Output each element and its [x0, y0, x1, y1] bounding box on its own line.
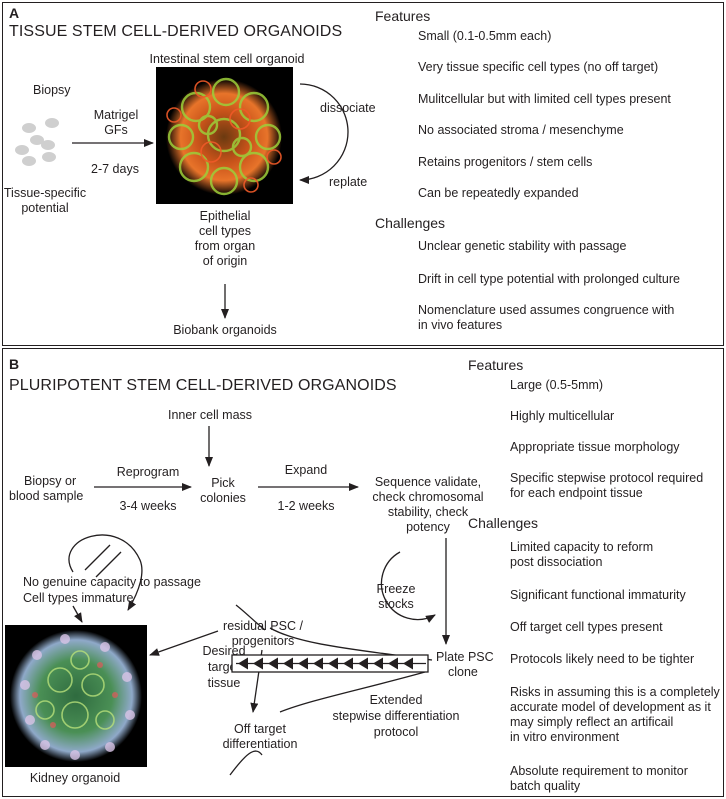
panel-b: [2, 348, 724, 797]
weeks-3-4-label: 3-4 weeks: [119, 499, 177, 513]
passage-block-mark-2: [95, 551, 122, 578]
feature-a-4: No associated stroma / mesenchyme: [418, 123, 624, 137]
biopsy-dot: [30, 135, 44, 145]
challenge-a-3-line-2: in vivo features: [418, 318, 503, 332]
challenge-b-6-line-2: batch quality: [510, 779, 581, 793]
sequence-line-4: potency: [406, 520, 450, 534]
challenge-a-2: Drift in cell type potential with prolon…: [418, 272, 680, 286]
panel-b-title: PLURIPOTENT STEM CELL-DERIVED ORGANOIDS: [9, 377, 397, 394]
challenge-b-5-line-4: in vitro environment: [510, 730, 620, 744]
sequence-line-2: check chromosomal: [372, 490, 484, 504]
biopsy-blood-line-2: blood sample: [9, 489, 84, 503]
freeze-line-2: stocks: [378, 597, 414, 611]
gfs-label: GFs: [104, 123, 128, 137]
kidney-label: Kidney organoid: [29, 771, 121, 785]
passage-arc-arrow: [68, 534, 143, 611]
panel-a-title: TISSUE STEM CELL-DERIVED ORGANOIDS: [9, 23, 343, 40]
reprogram-label: Reprogram: [116, 465, 180, 479]
challenge-b-2: Significant functional immaturity: [510, 588, 686, 602]
dissociate-replate-cycle-arrow: [299, 83, 349, 184]
feature-b-2: Highly multicellular: [510, 409, 615, 423]
weeks-1-2-label: 1-2 weeks: [277, 499, 335, 513]
challenge-b-5-line-1: Risks in assuming this is a completely: [510, 685, 720, 699]
biopsy-dot: [45, 118, 59, 128]
feature-a-3: Mulitcellular but with limited cell type…: [418, 92, 671, 106]
challenge-b-1-line-2: post dissociation: [510, 555, 603, 569]
passage-block-mark-1: [84, 544, 111, 571]
biobank-label: Biobank organoids: [173, 323, 277, 337]
feature-a-5: Retains progenitors / stem cells: [418, 155, 593, 169]
panel-a-letter: A: [9, 5, 20, 21]
panel-a: [2, 2, 724, 346]
epithelial-line-4: of origin: [202, 254, 248, 268]
pick-line-1: Pick: [211, 476, 235, 490]
sequence-line-1: Sequence validate,: [374, 475, 482, 489]
immature-arrow: [72, 605, 83, 623]
residual-to-kidney-arrow: [149, 630, 219, 656]
inner-cell-mass-label: Inner cell mass: [167, 408, 253, 422]
plate-line-1: Plate PSC: [436, 650, 494, 664]
off-target-line-1: Off target: [234, 722, 286, 736]
panel-b-letter: B: [9, 356, 20, 372]
expand-label: Expand: [284, 463, 328, 477]
desired-line-3: tissue: [207, 676, 241, 690]
extended-line-2: stepwise differentiation: [332, 709, 460, 723]
challenge-b-5-line-3: may simply reflect an artificail: [510, 715, 674, 729]
protocol-step-arrows: [238, 657, 413, 670]
feature-b-1: Large (0.5-5mm): [510, 378, 604, 392]
no-capacity-line-1: No genuine capacity to passage: [23, 575, 201, 589]
replate-label: replate: [329, 175, 368, 189]
biopsy-dot: [22, 123, 36, 133]
residual-line-1: residual PSC /: [223, 619, 303, 633]
potential-label: potential: [21, 201, 69, 215]
biopsy-blood-line-1: Biopsy or: [24, 474, 77, 488]
pick-line-2: colonies: [200, 491, 246, 505]
epithelial-line-1: Epithelial: [199, 209, 251, 223]
challenge-a-3-line-1: Nomenclature used assumes congruence wit…: [418, 303, 675, 317]
challenge-b-5-line-2: accurate model of development as it: [510, 700, 711, 714]
feature-b-4-line-2: for each endpoint tissue: [510, 486, 643, 500]
sequence-line-3: stability, check: [387, 505, 469, 519]
freeze-stocks-cycle-arrow: [380, 551, 436, 623]
challenge-b-1-line-1: Limited capacity to reform: [510, 540, 654, 554]
tissue-specific-label: Tissue-specific: [3, 186, 87, 200]
challenge-b-3: Off target cell types present: [510, 620, 663, 634]
feature-a-2: Very tissue specific cell types (no off …: [418, 60, 659, 74]
biopsy-dot: [42, 152, 56, 162]
intestinal-organoid-image: [156, 67, 293, 204]
extended-line-1: Extended: [369, 693, 423, 707]
challenge-a-1: Unclear genetic stability with passage: [418, 239, 627, 253]
challenge-b-4: Protocols likely need to be tighter: [510, 652, 695, 666]
off-target-line: [279, 671, 426, 713]
epithelial-line-2: cell types: [198, 224, 252, 238]
extended-line-3: protocol: [373, 725, 419, 739]
epithelial-line-3: from organ: [194, 239, 256, 253]
no-capacity-line-2: Cell types immature: [23, 591, 134, 605]
residual-to-target-line: [235, 604, 266, 631]
challenge-b-6-line-1: Absolute requirement to monitor: [510, 764, 688, 778]
feature-a-1: Small (0.1-0.5mm each): [418, 29, 552, 43]
biopsy-dot: [15, 145, 29, 155]
kidney-organoid-image: [5, 625, 147, 767]
challenges-heading-a: Challenges: [375, 215, 446, 231]
residual-line-2: progenitors: [231, 634, 295, 648]
feature-b-4-line-1: Specific stepwise protocol required: [510, 471, 704, 485]
organoid-label: Intestinal stem cell organoid: [149, 52, 305, 66]
freeze-line-1: Freeze: [376, 582, 416, 596]
off-target-curve: [229, 750, 263, 776]
biopsy-dot: [41, 140, 55, 150]
feature-a-6: Can be repeatedly expanded: [418, 186, 579, 200]
challenges-heading-b: Challenges: [468, 515, 539, 531]
off-target-line-2: differentiation: [222, 737, 298, 751]
matrigel-label: Matrigel: [93, 108, 139, 122]
feature-b-3: Appropriate tissue morphology: [510, 440, 680, 454]
dissociate-label: dissociate: [320, 101, 376, 115]
biopsy-label: Biopsy: [33, 83, 71, 97]
features-heading-b: Features: [468, 357, 524, 373]
days-label: 2-7 days: [91, 162, 139, 176]
plate-line-2: clone: [448, 665, 478, 679]
features-heading-a: Features: [375, 8, 431, 24]
biopsy-dot: [22, 156, 36, 166]
